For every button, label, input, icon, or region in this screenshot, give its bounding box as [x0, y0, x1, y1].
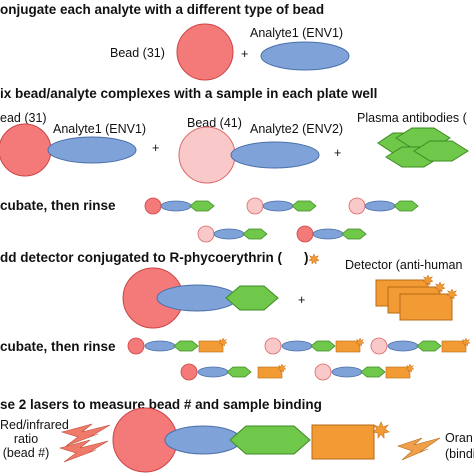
complex-detector: [370, 337, 471, 355]
complex-small: [348, 197, 419, 215]
detector: [311, 424, 375, 460]
complex-small: [246, 197, 317, 215]
complex-detector: [314, 363, 415, 381]
bead41: [178, 126, 236, 184]
analyte1: [260, 41, 350, 71]
analyte2-label: Analyte2 (ENV2): [250, 122, 344, 136]
step3-heading: cubate, then rinse: [0, 198, 116, 213]
bead41-label: Bead (41): [187, 116, 242, 130]
plasma-antibodies-label: Plasma antibodies (: [357, 111, 467, 125]
bead31-label-step2: ead (31): [0, 111, 47, 125]
analyte1: [156, 284, 238, 312]
complex-small: [197, 225, 268, 243]
complex-detector: [180, 363, 287, 381]
complex-small: [296, 225, 367, 243]
laser-red-line1: Red/infrared: [0, 418, 69, 432]
bead31-label: Bead (31): [110, 46, 165, 60]
complex-detector: [264, 337, 365, 355]
analyte1-label-step2: Analyte1 (ENV1): [53, 122, 147, 136]
lightning-bolt-icon: [397, 437, 441, 461]
step6-heading: se 2 lasers to measure bead # and sample…: [0, 397, 322, 412]
plus-sign: +: [152, 141, 160, 155]
pe-star-icon: [308, 253, 320, 265]
complex-small: [144, 197, 215, 215]
lightning-bolt-icon: [58, 423, 111, 463]
analyte1-label: Analyte1 (ENV1): [250, 26, 344, 40]
step1-heading: onjugate each analyte with a different t…: [0, 2, 325, 17]
step4-heading: dd detector conjugated to R-phycoerythri…: [0, 250, 309, 265]
analyte1: [47, 136, 137, 164]
bead31: [176, 23, 234, 81]
laser-red-line2: ratio: [13, 432, 39, 446]
complex-detector: [127, 337, 228, 355]
pe-star-icon: [372, 421, 390, 439]
step5-heading: cubate, then rinse: [0, 339, 116, 354]
laser-orange-line2: (bindi: [445, 447, 474, 461]
step4-close: ): [304, 250, 309, 265]
detector-stack: [375, 274, 458, 321]
plus-sign: +: [241, 47, 249, 61]
laser-red-label: Red/infrared ratio (bead #): [0, 418, 69, 460]
plasma-antibodies: [377, 127, 469, 168]
laser-orange-label: Oran (bindi: [445, 430, 474, 462]
bead31: [0, 123, 52, 177]
step2-heading: ix bead/analyte complexes with a sample …: [0, 86, 378, 101]
laser-orange-line1: Oran: [445, 431, 473, 445]
step4-text: dd detector conjugated to R-phycoerythri…: [0, 250, 283, 265]
analyte2: [230, 141, 320, 169]
plus-sign: +: [298, 293, 306, 307]
antibody: [229, 425, 311, 455]
laser-red-line3: (bead #): [2, 446, 50, 460]
detector-label: Detector (anti-human: [345, 258, 463, 272]
plus-sign: +: [334, 146, 342, 160]
antibody: [225, 285, 279, 311]
